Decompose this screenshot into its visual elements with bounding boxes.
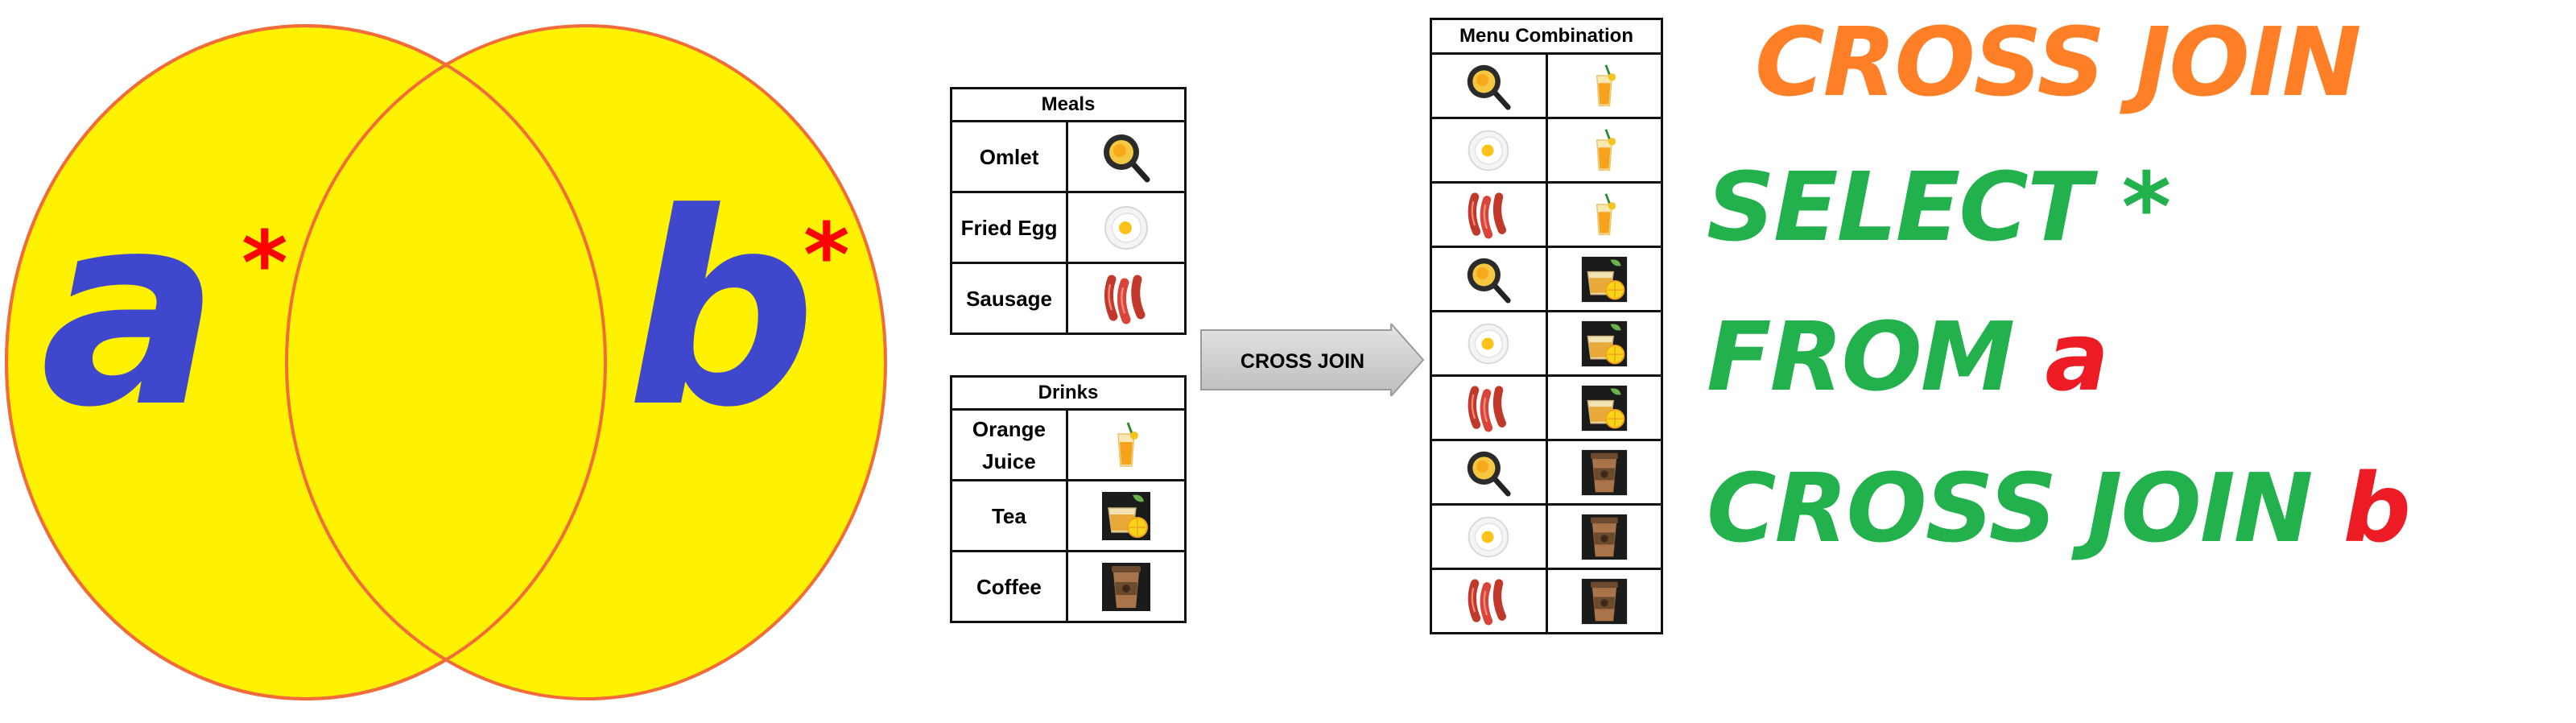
venn-circle-b	[285, 24, 887, 700]
combination-meal-cell	[1430, 374, 1548, 441]
sql-cross-join-keyword: CROSS JOIN	[1707, 452, 2313, 564]
combination-drink-cell	[1545, 181, 1663, 248]
drinks-table: Drinks Orange Juice Tea Coffee	[950, 375, 1187, 623]
lemon-tea-icon	[1101, 491, 1150, 540]
combination-row	[1430, 117, 1663, 184]
coffee-cup-icon	[1581, 514, 1627, 560]
drinks-header: Drinks	[950, 375, 1187, 411]
sausage-icon	[1468, 192, 1507, 239]
fried-egg-icon	[1468, 130, 1509, 171]
combination-row	[1430, 374, 1663, 441]
combination-meal-cell	[1430, 310, 1548, 377]
meals-table: Meals Omlet Fried Egg Sausage	[949, 87, 1187, 335]
sausage-icon	[1104, 275, 1146, 324]
venn-circle-a-outline	[5, 24, 607, 700]
orange-juice-icon	[1117, 421, 1138, 467]
sql-cross-join-line: CROSS JOIN b	[1707, 461, 2411, 556]
venn-letter-a: a	[40, 156, 220, 465]
combination-drink-cell	[1545, 374, 1663, 441]
coffee-cup-icon	[1101, 562, 1150, 611]
combination-meal-cell	[1430, 52, 1548, 119]
meal-label: Fried Egg	[949, 191, 1069, 264]
combination-row	[1430, 568, 1663, 634]
frying-pan-icon	[1468, 451, 1511, 497]
combination-row	[1430, 503, 1663, 570]
drink-icon-cell	[1065, 479, 1187, 552]
combination-row	[1430, 181, 1663, 248]
lemon-tea-icon	[1581, 385, 1627, 431]
sausage-icon	[1468, 578, 1507, 626]
venn-diagram: a b * *	[5, 24, 887, 700]
sql-from-line: FROM a	[1707, 309, 2109, 404]
sql-select-line: SELECT *	[1707, 151, 2171, 262]
frying-pan-icon	[1468, 258, 1511, 304]
sausage-icon	[1468, 385, 1507, 432]
coffee-cup-icon	[1581, 578, 1627, 624]
menu-combination-header: Menu Combination	[1430, 18, 1663, 55]
meal-label: Sausage	[949, 262, 1069, 335]
drink-icon-cell	[1065, 550, 1187, 623]
combination-drink-cell	[1545, 568, 1663, 634]
combination-row	[1430, 246, 1663, 312]
sql-from-keyword: FROM	[1707, 301, 2015, 412]
lemon-tea-icon	[1581, 320, 1627, 366]
combination-meal-cell	[1430, 568, 1548, 634]
lemon-tea-icon	[1581, 256, 1627, 302]
coffee-cup-icon	[1581, 449, 1627, 495]
cross-join-arrow: CROSS JOIN	[1200, 324, 1425, 396]
orange-juice-icon	[1596, 128, 1616, 171]
cross-join-arrow-label: CROSS JOIN	[1241, 350, 1364, 373]
combination-row	[1430, 439, 1663, 506]
orange-juice-icon	[1596, 64, 1616, 106]
combination-drink-cell	[1545, 439, 1663, 506]
meal-icon-cell	[1066, 191, 1187, 264]
sql-title: CROSS JOIN	[1755, 6, 2361, 118]
sql-from-table: a	[2045, 301, 2109, 412]
fried-egg-icon	[1468, 516, 1509, 557]
combination-drink-cell	[1545, 246, 1663, 312]
venn-letter-b: b	[626, 156, 816, 465]
combination-drink-cell	[1545, 52, 1663, 119]
combination-meal-cell	[1430, 181, 1548, 248]
combination-meal-cell	[1430, 246, 1548, 312]
combination-meal-cell	[1430, 117, 1548, 184]
combination-drink-cell	[1545, 310, 1663, 377]
meal-label: Omlet	[949, 120, 1069, 193]
combination-meal-cell	[1430, 439, 1548, 506]
meals-header: Meals	[950, 87, 1187, 122]
fried-egg-icon	[1104, 205, 1149, 250]
meal-icon-cell	[1066, 262, 1187, 335]
combination-drink-cell	[1545, 503, 1663, 570]
drink-icon-cell	[1065, 408, 1187, 481]
drink-label: Coffee	[950, 550, 1068, 623]
combination-drink-cell	[1545, 117, 1663, 184]
fried-egg-icon	[1468, 323, 1509, 364]
frying-pan-icon	[1468, 64, 1511, 110]
orange-juice-icon	[1596, 192, 1616, 235]
combination-meal-cell	[1430, 503, 1548, 570]
combination-row	[1430, 310, 1663, 377]
sql-cross-join-table: b	[2343, 452, 2411, 564]
venn-asterisk-b: *	[803, 204, 850, 307]
combination-row	[1430, 52, 1663, 119]
meal-icon-cell	[1066, 120, 1187, 193]
drink-label: Tea	[950, 479, 1068, 552]
drink-label: Orange Juice	[950, 408, 1068, 481]
frying-pan-icon	[1104, 134, 1150, 182]
menu-combination-table: Menu Combination	[1430, 18, 1663, 634]
venn-asterisk-a: *	[242, 212, 288, 315]
